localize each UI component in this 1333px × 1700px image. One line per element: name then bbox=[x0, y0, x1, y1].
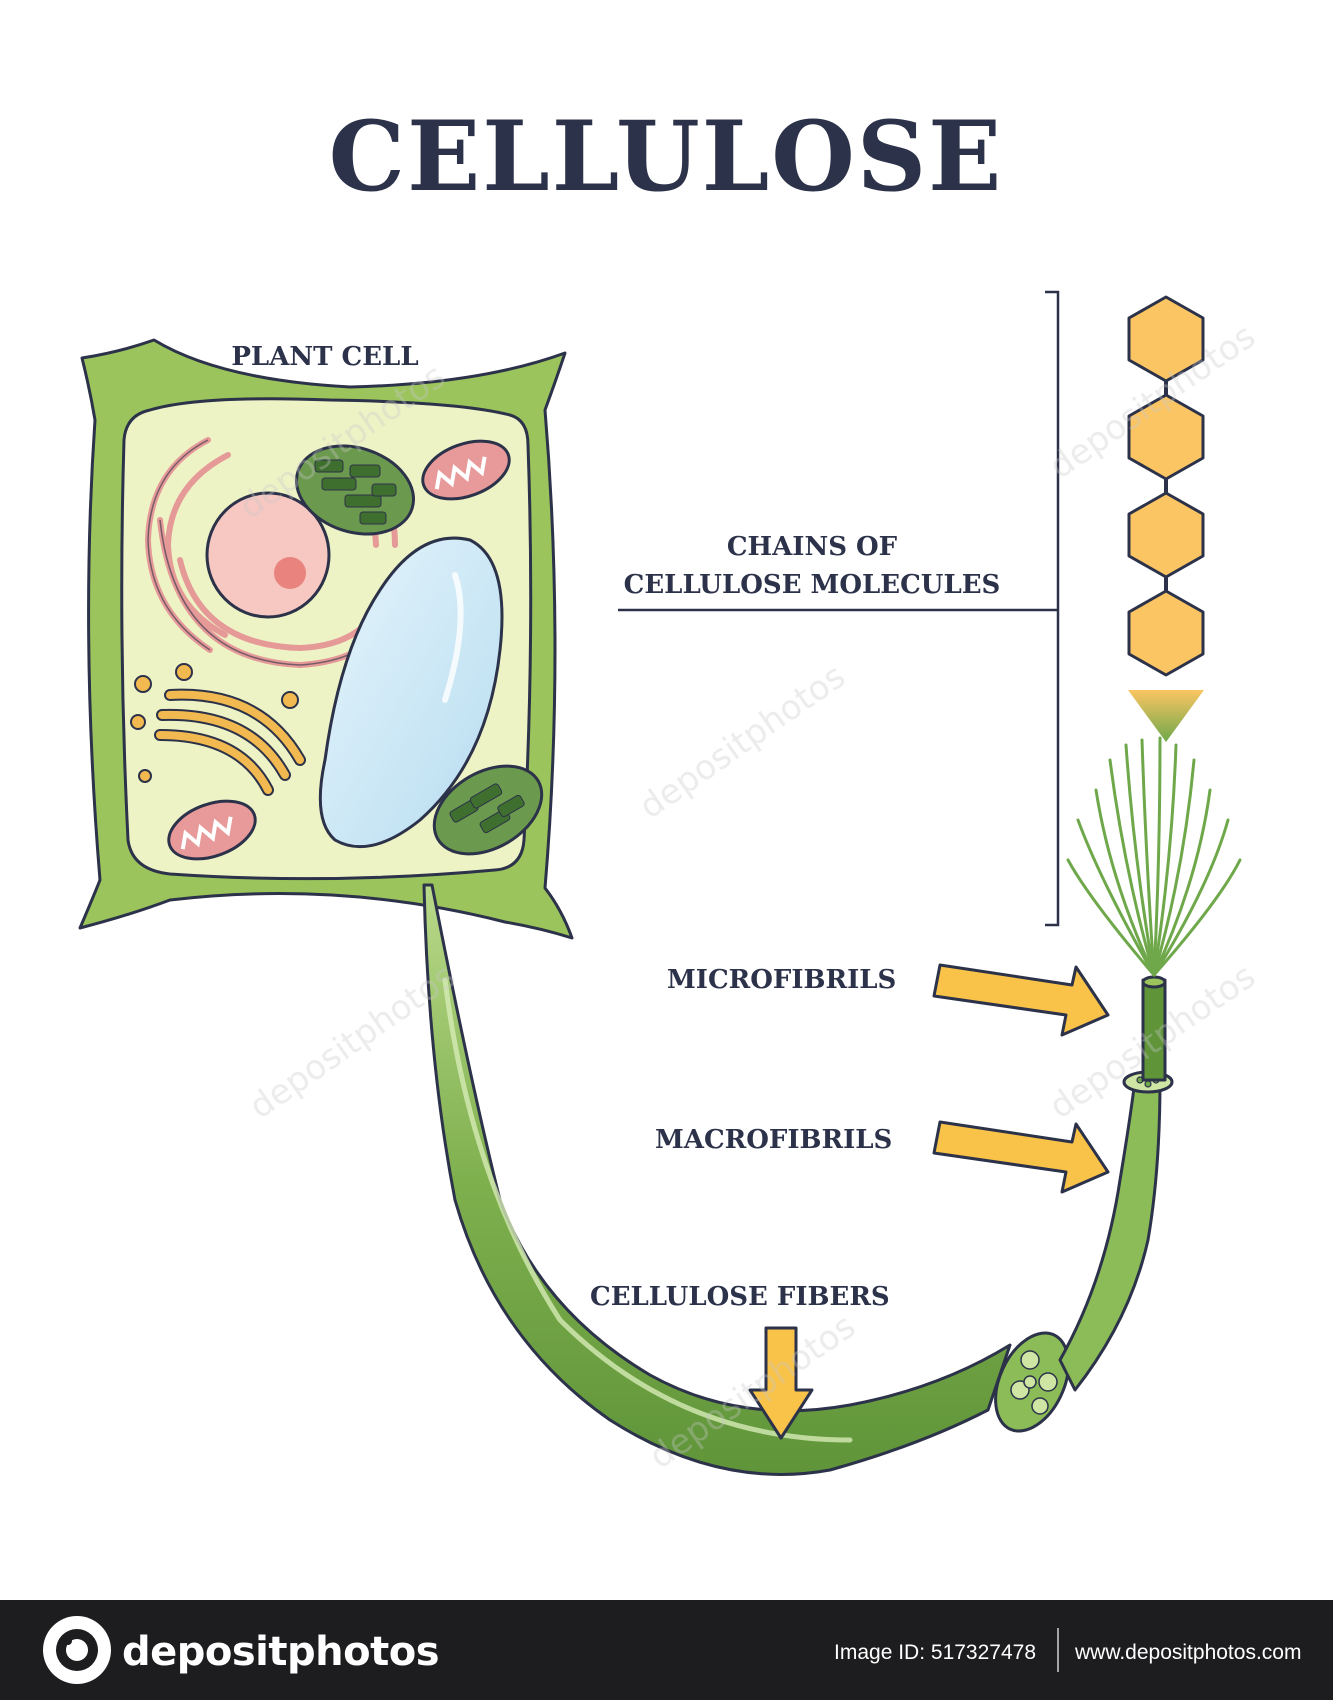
mitochondrion-bottom bbox=[167, 799, 257, 861]
chains-label-line2: CELLULOSE MOLECULES bbox=[624, 570, 1001, 600]
fiber-cross-section bbox=[994, 1331, 1070, 1433]
chloroplast-top bbox=[294, 444, 416, 536]
macrofibrils-label: MACROFIBRILS bbox=[655, 1125, 892, 1155]
footer-brand: depositphotos bbox=[122, 1629, 439, 1675]
footer-url[interactable]: www.depositphotos.com bbox=[1074, 1641, 1301, 1664]
hexagon-icon bbox=[1127, 295, 1205, 677]
watermark-text: depositphotos bbox=[632, 656, 852, 827]
watermark-text: depositphotos bbox=[242, 956, 462, 1127]
arrow-right-icon bbox=[932, 963, 1110, 1037]
golgi-apparatus bbox=[154, 688, 306, 796]
chloroplast-bottom bbox=[432, 764, 544, 856]
camera-logo-icon bbox=[43, 1616, 111, 1684]
glucose-chain bbox=[1127, 295, 1205, 742]
chains-label-line1: CHAINS OF bbox=[727, 532, 898, 562]
cellulose-fibers-label: CELLULOSE FIBERS bbox=[590, 1282, 890, 1312]
vacuole bbox=[318, 536, 504, 849]
microfibrils-label: MICROFIBRILS bbox=[667, 965, 896, 995]
plant-cell-label: PLANT CELL bbox=[231, 342, 418, 372]
plant-cell: PLANT CELL bbox=[78, 338, 574, 940]
footer: depositphotos Image ID: 517327478 www.de… bbox=[0, 1600, 1333, 1700]
page-title: CELLULOSE bbox=[329, 100, 1004, 213]
bracket bbox=[1045, 290, 1060, 927]
cellulose-fiber bbox=[422, 736, 1242, 1476]
vesicles bbox=[130, 663, 299, 783]
arrow-down-icon bbox=[748, 1326, 814, 1440]
microfibril-strands bbox=[1066, 736, 1242, 977]
nucleolus bbox=[274, 557, 306, 589]
footer-image-id: Image ID: 517327478 bbox=[834, 1641, 1036, 1664]
arrow-right-icon bbox=[932, 1120, 1110, 1194]
chain-cone bbox=[1128, 690, 1204, 742]
mitochondrion-top bbox=[421, 439, 511, 501]
